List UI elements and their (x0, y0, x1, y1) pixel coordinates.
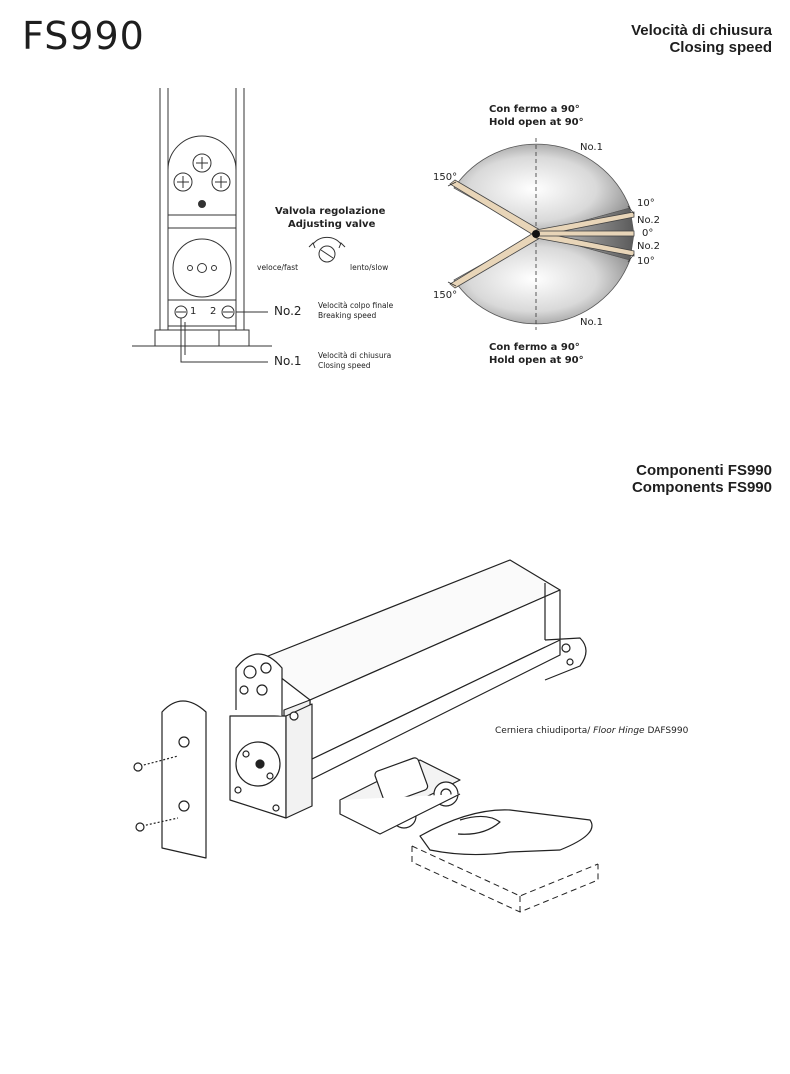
zone-no1-bottom: No.1 (580, 317, 603, 328)
screw-2-label: 2 (210, 306, 217, 317)
components-heading: Componenti FS990 Components FS990 (632, 462, 772, 496)
product-model-title: FS990 (22, 14, 145, 58)
zone-no2-bottom: No.2 (637, 241, 660, 252)
callout-no1-it: Velocità di chiusura (318, 351, 392, 360)
angle-10-top: 10° (637, 198, 655, 209)
valve-slow-label: lento/slow (350, 263, 389, 272)
callout-no2: No.2 (274, 304, 302, 318)
floor-hinge-caption: Cerniera chiudiporta/ Floor Hinge DAFS99… (495, 726, 688, 736)
callout-no1: No.1 (274, 354, 302, 368)
callout-no2-en: Breaking speed (318, 311, 377, 320)
floor-hinge-caption-italic: Floor Hinge (593, 726, 645, 736)
callout-no2-it: Velocità colpo finale (318, 301, 394, 310)
angle-150-top: 150° (433, 172, 458, 183)
closing-speed-heading-en: Closing speed (669, 39, 772, 56)
closing-speed-heading: Velocità di chiusura Closing speed (631, 22, 772, 56)
components-heading-en: Components FS990 (631, 479, 772, 496)
zone-no2-top: No.2 (637, 215, 660, 226)
screw-1-label: 1 (190, 306, 197, 317)
angle-150-bottom: 150° (433, 290, 458, 301)
hold-open-top-en: Hold open at 90° (489, 117, 584, 128)
angle-0: 0° (642, 228, 654, 239)
door-leaf-shapes (449, 179, 635, 289)
hold-open-bottom-en: Hold open at 90° (489, 355, 584, 366)
components-heading-it: Componenti FS990 (636, 462, 772, 479)
zone-no1-top: No.1 (580, 142, 603, 153)
floor-hinge-caption-prefix: Cerniera chiudiporta/ (495, 726, 594, 736)
valve-title-it: Valvola regolazione (275, 206, 386, 217)
hold-open-bottom-it: Con fermo a 90° (489, 342, 580, 353)
valve-title-en: Adjusting valve (288, 219, 376, 230)
floor-hinge-caption-code: DAFS990 (644, 726, 689, 736)
valve-fast-label: veloce/fast (257, 263, 299, 272)
angle-10-bottom: 10° (637, 256, 655, 267)
adjusting-valve-icon (308, 236, 346, 263)
hold-open-top-it: Con fermo a 90° (489, 104, 580, 115)
closing-speed-heading-it: Velocità di chiusura (631, 22, 772, 39)
callout-no1-en: Closing speed (318, 361, 371, 370)
